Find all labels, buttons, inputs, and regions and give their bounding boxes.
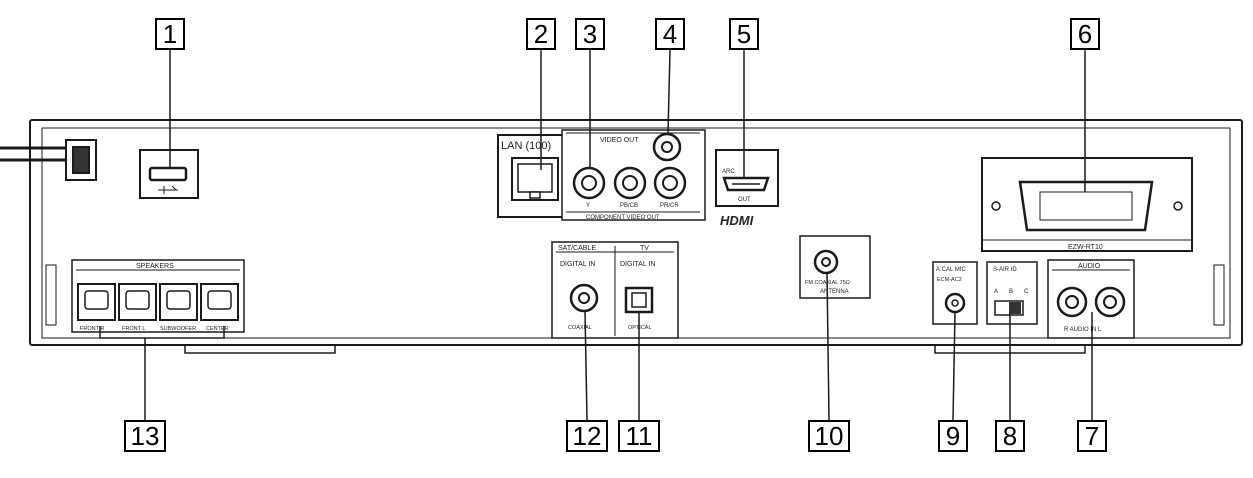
subwoofer-label: SUBWOOFER — [160, 326, 196, 332]
callout-2: 2 — [526, 18, 556, 50]
ecm-label: ECM-AC2 — [937, 277, 962, 283]
leader-lines — [99, 49, 1093, 421]
component-y-label: Y — [586, 203, 590, 209]
tv-label: TV — [640, 245, 649, 252]
hdmi-out-port — [715, 149, 779, 207]
side-slot — [1213, 264, 1225, 326]
optical-label: OPTICAL — [628, 325, 652, 331]
hdmi-logo: HDMI — [720, 213, 754, 228]
center-label: CENTER — [206, 326, 229, 332]
callout-13: 13 — [124, 420, 166, 452]
sat-cable-label: SAT/CABLE — [558, 245, 596, 252]
digital-in-section — [551, 241, 679, 339]
front-r-label: FRONT R — [80, 326, 104, 332]
side-slot — [45, 264, 57, 326]
digital-in-label-1: DIGITAL IN — [560, 261, 595, 268]
component-pb-label: PB/CB — [620, 203, 638, 209]
fm-antenna-jack — [799, 235, 871, 299]
callout-8: 8 — [995, 420, 1025, 452]
video-section — [561, 129, 706, 221]
callout-1: 1 — [155, 18, 185, 50]
a-cal-mic-label: A.CAL MIC — [936, 267, 966, 273]
callout-6: 6 — [1070, 18, 1100, 50]
digital-in-label-2: DIGITAL IN — [620, 261, 655, 268]
callout-5: 5 — [729, 18, 759, 50]
lan-label: LAN (100) — [501, 140, 551, 152]
speaker-terminals — [71, 259, 245, 333]
usb-port — [139, 149, 199, 199]
callout-7: 7 — [1077, 420, 1107, 452]
leader-line-13 — [99, 326, 225, 420]
callout-10: 10 — [808, 420, 850, 452]
usb-icon — [158, 185, 178, 194]
antenna-label: ANTENNA — [820, 289, 849, 295]
audio-label: AUDIO — [1078, 263, 1101, 270]
callout-9: 9 — [938, 420, 968, 452]
s-air-c-label: C — [1024, 289, 1029, 295]
audio-in-label: R AUDIO IN L — [1064, 327, 1102, 333]
front-l-label: FRONT L — [122, 326, 145, 332]
fm-coaxial-label: FM COAXIAL 75Ω — [805, 280, 850, 286]
callout-3: 3 — [575, 18, 605, 50]
audio-in-jacks — [1047, 259, 1135, 339]
coaxial-label: COAXIAL — [568, 325, 592, 331]
leader-line-4 — [667, 49, 671, 135]
component-video-out-label: COMPONENT VIDEO OUT — [586, 215, 660, 221]
lan-port — [497, 134, 571, 218]
s-air-id-switch — [986, 261, 1038, 325]
ezw-rt10-label: EZW-RT10 — [1068, 244, 1103, 251]
leader-line-10 — [826, 271, 830, 421]
hdmi-arc-label: ARC — [722, 169, 735, 175]
chassis-outline — [29, 119, 1243, 346]
ezw-rt10-slot — [981, 157, 1193, 252]
power-cord — [0, 139, 97, 181]
callout-4: 4 — [655, 18, 685, 50]
callout-12: 12 — [566, 420, 608, 452]
s-air-a-label: A — [994, 289, 998, 295]
s-air-id-label: S-AIR ID — [993, 267, 1017, 273]
chassis-foot — [184, 344, 336, 354]
speakers-label: SPEAKERS — [136, 263, 174, 270]
hdmi-out-label: OUT — [738, 197, 751, 203]
video-out-label: VIDEO OUT — [600, 137, 639, 144]
leader-line-9 — [952, 311, 956, 421]
leader-line-12 — [584, 310, 588, 421]
component-pr-label: PR/CR — [660, 203, 679, 209]
callout-11: 11 — [618, 420, 660, 452]
s-air-b-label: B — [1009, 289, 1013, 295]
